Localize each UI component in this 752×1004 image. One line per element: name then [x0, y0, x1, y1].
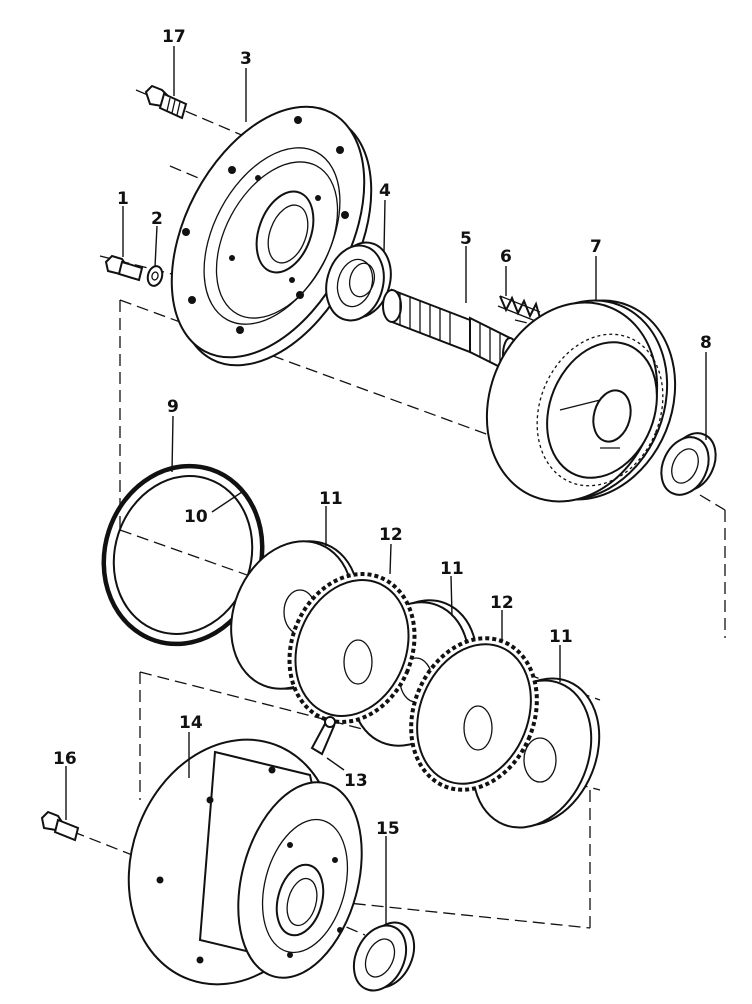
callout-4: 4	[379, 181, 391, 201]
callout-11b: 11	[440, 559, 464, 579]
bearing-8	[660, 432, 717, 496]
toothed-disc-12b	[409, 636, 539, 792]
callout-2: 2	[151, 209, 163, 229]
splined-shaft-5	[382, 288, 518, 374]
bolt-17	[144, 84, 188, 120]
callout-13: 13	[344, 771, 368, 791]
callout-11a: 11	[319, 489, 343, 509]
callout-9: 9	[167, 397, 179, 417]
seal-15	[352, 921, 416, 992]
callout-12b: 12	[490, 593, 514, 613]
callout-1: 1	[117, 189, 129, 209]
bolt-16	[40, 810, 80, 842]
callout-10: 10	[184, 507, 208, 527]
flange-bolt-holes	[182, 116, 349, 334]
housing-bolt-holes	[156, 766, 343, 964]
callout-11c: 11	[549, 627, 573, 647]
callout-15: 15	[376, 819, 400, 839]
guide-bottom	[299, 897, 591, 929]
callout-6: 6	[500, 247, 512, 267]
callout-7: 7	[590, 237, 602, 257]
brake-housing-14	[127, 738, 363, 986]
callout-12a: 12	[379, 525, 403, 545]
callout-17: 17	[162, 27, 186, 47]
toothed-disc-12a	[287, 572, 417, 724]
guide-right-top	[699, 494, 726, 511]
clutch-hub-7	[485, 299, 677, 503]
leader-lines	[65, 46, 707, 926]
grease-nipple-13	[310, 716, 336, 756]
bearing-4	[325, 241, 392, 322]
cover-flange-3	[170, 105, 373, 367]
spring-6	[497, 295, 541, 323]
callout-5: 5	[460, 229, 472, 249]
callout-labels: 17 3 1 2 4 5 6 7 8 9 10 11 12 11 12 11 1…	[53, 27, 712, 839]
washer-2	[146, 265, 164, 287]
callout-8: 8	[700, 333, 712, 353]
axis-bolt-1	[99, 255, 181, 277]
callout-3: 3	[240, 49, 252, 69]
bolt-1	[104, 254, 144, 282]
callout-16: 16	[53, 749, 77, 769]
callout-14: 14	[179, 713, 203, 733]
